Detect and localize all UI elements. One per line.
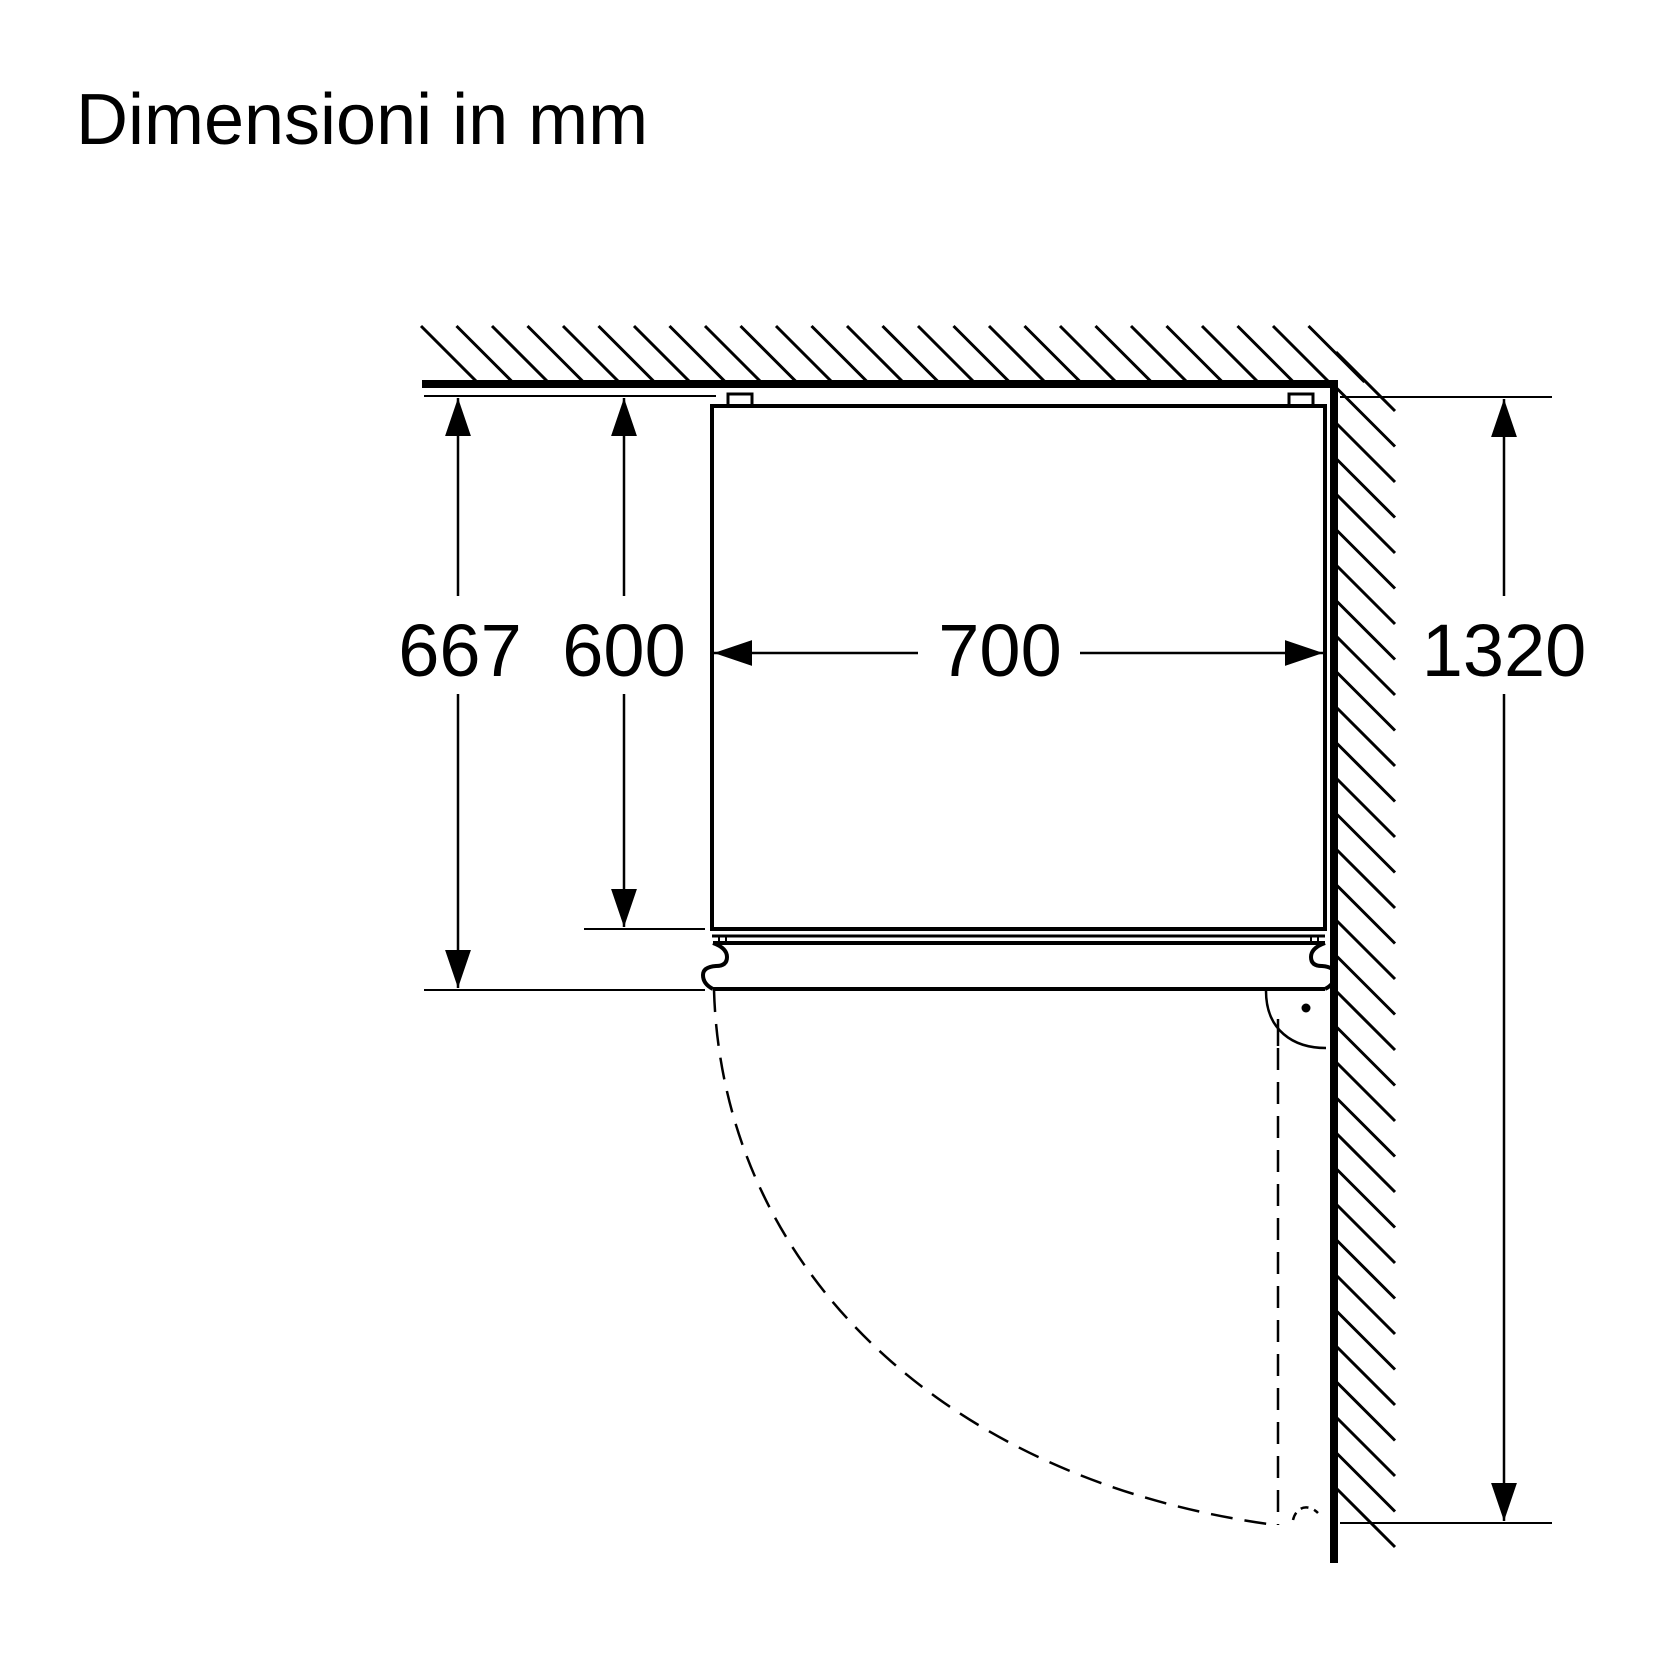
hatch-line	[1334, 1238, 1397, 1300]
hatch-line	[1334, 563, 1397, 626]
hatch-line	[1334, 1380, 1397, 1442]
hatch-line	[1334, 670, 1397, 732]
hatch-line	[632, 324, 692, 384]
hatch-line	[1334, 1344, 1397, 1407]
hatch-line	[455, 324, 514, 384]
dimension-600-label: 600	[562, 609, 685, 692]
hatch-line	[597, 324, 656, 384]
top-wall-hatching	[419, 324, 1366, 384]
hatch-line	[1334, 1131, 1397, 1194]
hatch-line	[1334, 599, 1397, 661]
hatch-line	[1334, 1486, 1397, 1549]
hatch-line	[526, 324, 585, 384]
hatch-line	[1334, 918, 1397, 981]
dimension-667: 667	[398, 398, 522, 988]
page-title: Dimensioni in mm	[76, 80, 649, 160]
appliance-body	[710, 392, 1327, 944]
dimension-700: 700	[714, 609, 1323, 692]
hatch-line	[1334, 776, 1397, 839]
hatch-line	[1334, 1096, 1397, 1158]
hatch-line	[1200, 324, 1260, 384]
hatch-line	[490, 324, 550, 384]
hatch-line	[1334, 421, 1397, 484]
hatch-line	[881, 324, 940, 384]
hatch-line	[668, 324, 727, 384]
hatch-line	[1334, 954, 1397, 1016]
hatch-line	[1334, 741, 1397, 803]
hatch-line	[1334, 1025, 1397, 1087]
hatch-line	[1334, 883, 1397, 945]
hatch-line	[1334, 1273, 1397, 1336]
dimension-667-label: 667	[398, 609, 521, 692]
door-swing-path	[712, 989, 1319, 1527]
hatch-line	[1129, 324, 1189, 384]
hatch-line	[1094, 324, 1153, 384]
hatch-line	[1334, 705, 1397, 768]
hatch-line	[987, 324, 1047, 384]
hatch-line	[561, 324, 621, 384]
hatch-line	[845, 324, 905, 384]
hatch-line	[1334, 812, 1397, 874]
hatch-line	[1334, 1309, 1397, 1371]
hatch-line	[1165, 324, 1224, 384]
hatch-line	[1334, 350, 1397, 413]
hatch-line	[1236, 324, 1295, 384]
hatch-line	[1334, 847, 1397, 910]
dimension-1320-label: 1320	[1422, 609, 1587, 692]
hatch-line	[1334, 1202, 1397, 1265]
hatch-line	[1334, 528, 1397, 590]
hinge-detail	[1264, 990, 1327, 1050]
hatch-line	[1023, 324, 1082, 384]
hatch-line	[739, 324, 798, 384]
hatch-line	[1271, 324, 1331, 384]
hatch-line	[1334, 1060, 1397, 1123]
hatch-line	[1334, 1167, 1397, 1229]
right-wall-hatching	[1334, 350, 1397, 1549]
hatch-line	[1334, 457, 1397, 519]
hatch-line	[419, 324, 479, 384]
hatch-line	[810, 324, 869, 384]
hatch-line	[1334, 492, 1397, 555]
hatch-line	[1334, 989, 1397, 1052]
appliance-door	[700, 941, 1338, 991]
hatch-line	[1334, 1415, 1397, 1478]
hatch-line	[703, 324, 763, 384]
extension-lines	[424, 395, 1552, 1524]
hatch-line	[1334, 1451, 1397, 1513]
hatch-line	[1058, 324, 1118, 384]
dimension-1320: 1320	[1422, 399, 1587, 1521]
hatch-line	[774, 324, 834, 384]
hatch-line	[916, 324, 976, 384]
dimension-600: 600	[562, 398, 686, 927]
hatch-line	[1334, 634, 1397, 697]
hatch-line	[952, 324, 1011, 384]
dimension-700-label: 700	[938, 609, 1061, 692]
